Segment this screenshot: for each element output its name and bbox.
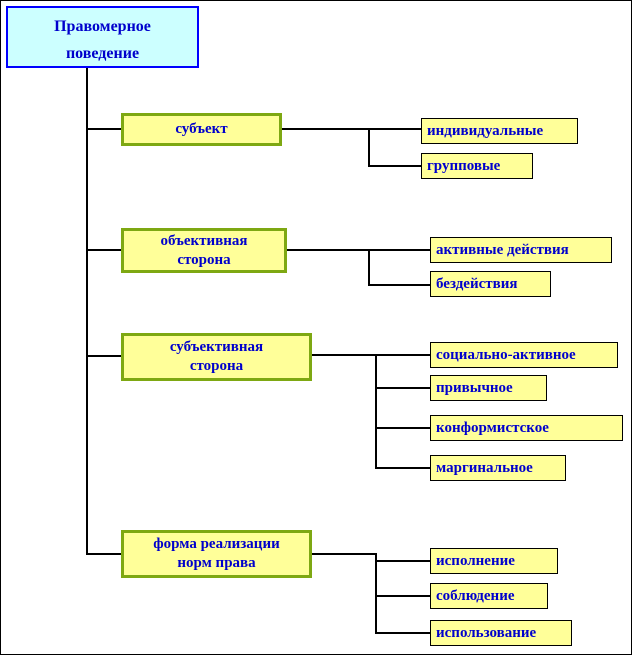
branch-node-subject: субъект [121,113,282,146]
leaf-node-group: групповые [421,153,533,179]
leaf-node-socially-active: социально-активное [430,342,618,368]
connector-line [375,467,430,469]
connector-tick-branch-3 [86,355,121,357]
connector-line [368,249,370,286]
branch-node-subjective-side: субъективная сторона [121,333,312,381]
connector-tick-branch-4 [86,553,121,555]
leaf-node-active-actions: активные действия [430,237,612,263]
connector-line [375,387,430,389]
connector-line [368,128,370,167]
leaf-node-execution: исполнение [430,548,558,574]
connector-line [368,284,430,286]
branch-node-objective-side: объективная сторона [121,228,287,273]
leaf-node-observance: соблюдение [430,583,548,609]
connector-line [375,595,430,597]
connector-trunk [86,68,88,555]
leaf-node-usage: использование [430,620,572,646]
connector-line [287,249,430,251]
branch-node-form-of-realization: форма реализации норм права [121,530,312,578]
connector-line [375,560,430,562]
connector-line [282,128,421,130]
connector-line [312,354,430,356]
connector-tick-branch-2 [86,249,121,251]
leaf-node-habitual: привычное [430,375,547,401]
leaf-node-conformist: конформистское [430,415,623,441]
connector-line [375,427,430,429]
connector-tick-branch-1 [86,128,121,130]
connector-line [368,165,421,167]
leaf-node-marginal: маргинальное [430,455,566,481]
connector-line [312,553,377,555]
connector-line [375,354,377,469]
leaf-node-individual: индивидуальные [421,118,578,144]
leaf-node-inaction: бездействия [430,271,551,297]
connector-line [375,632,430,634]
connector-line [375,553,377,634]
root-node-lawful-behavior: Правомерное поведение [6,6,199,68]
